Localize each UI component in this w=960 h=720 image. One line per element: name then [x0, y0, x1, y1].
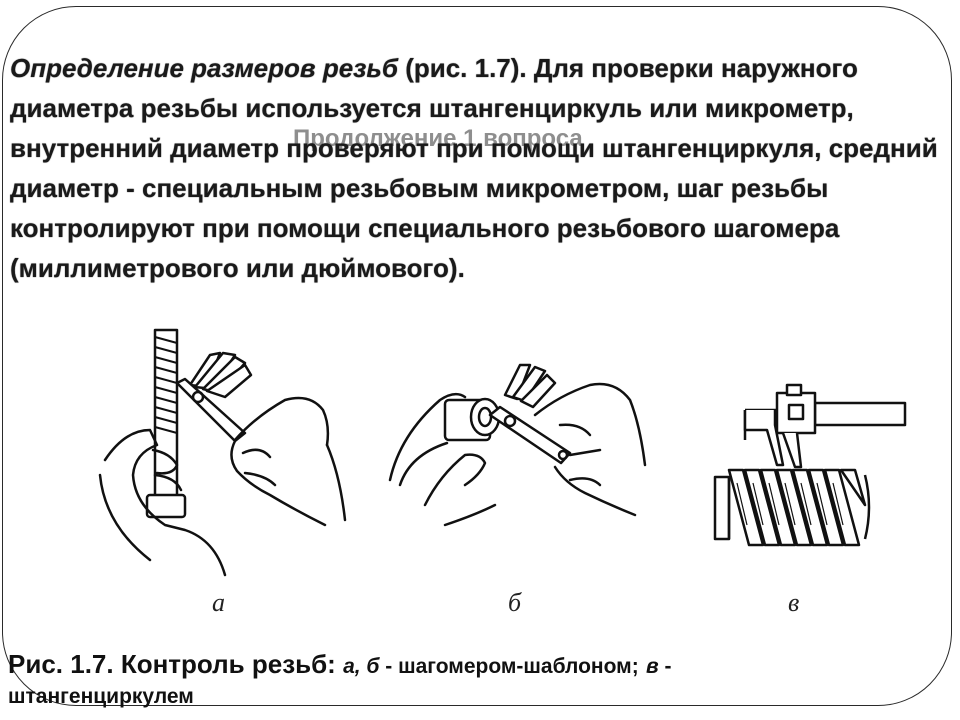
paragraph: Определение размеров резьб (рис. 1.7). Д… — [10, 48, 940, 288]
caption-line-1: Рис. 1.7. Контроль резьб: а, б - шагомер… — [8, 647, 948, 684]
caption-letters-ab: а, б — [343, 655, 380, 678]
figure-label-b: б — [508, 588, 522, 617]
figure-caption: Рис. 1.7. Контроль резьб: а, б - шагомер… — [8, 647, 948, 710]
caption-main: Рис. 1.7. Контроль резьб: — [8, 649, 336, 679]
figure-panel-b — [385, 355, 670, 575]
ghost-title: Продолжение 1 вопроса — [293, 125, 583, 152]
caption-line-2: штангенциркулем — [8, 685, 194, 708]
illustration-gauge-on-bolt-a — [98, 328, 347, 577]
figure-panel-a — [95, 325, 350, 580]
paragraph-lead: Определение размеров резьб — [10, 53, 398, 83]
caption-text-v: - — [658, 655, 672, 678]
figure-label-v: в — [788, 588, 800, 617]
figure-label-a: а — [212, 588, 225, 617]
caption-letter-v: в — [645, 655, 659, 678]
caption-text-ab: - шагомером-шаблоном; — [379, 655, 639, 678]
illustration-caliper-on-thread-v — [713, 383, 907, 547]
illustration-gauge-on-nut-b — [388, 363, 647, 527]
figure-panel-v — [705, 375, 915, 575]
paragraph-body: (рис. 1.7). Для проверки наружного диаме… — [10, 53, 938, 283]
